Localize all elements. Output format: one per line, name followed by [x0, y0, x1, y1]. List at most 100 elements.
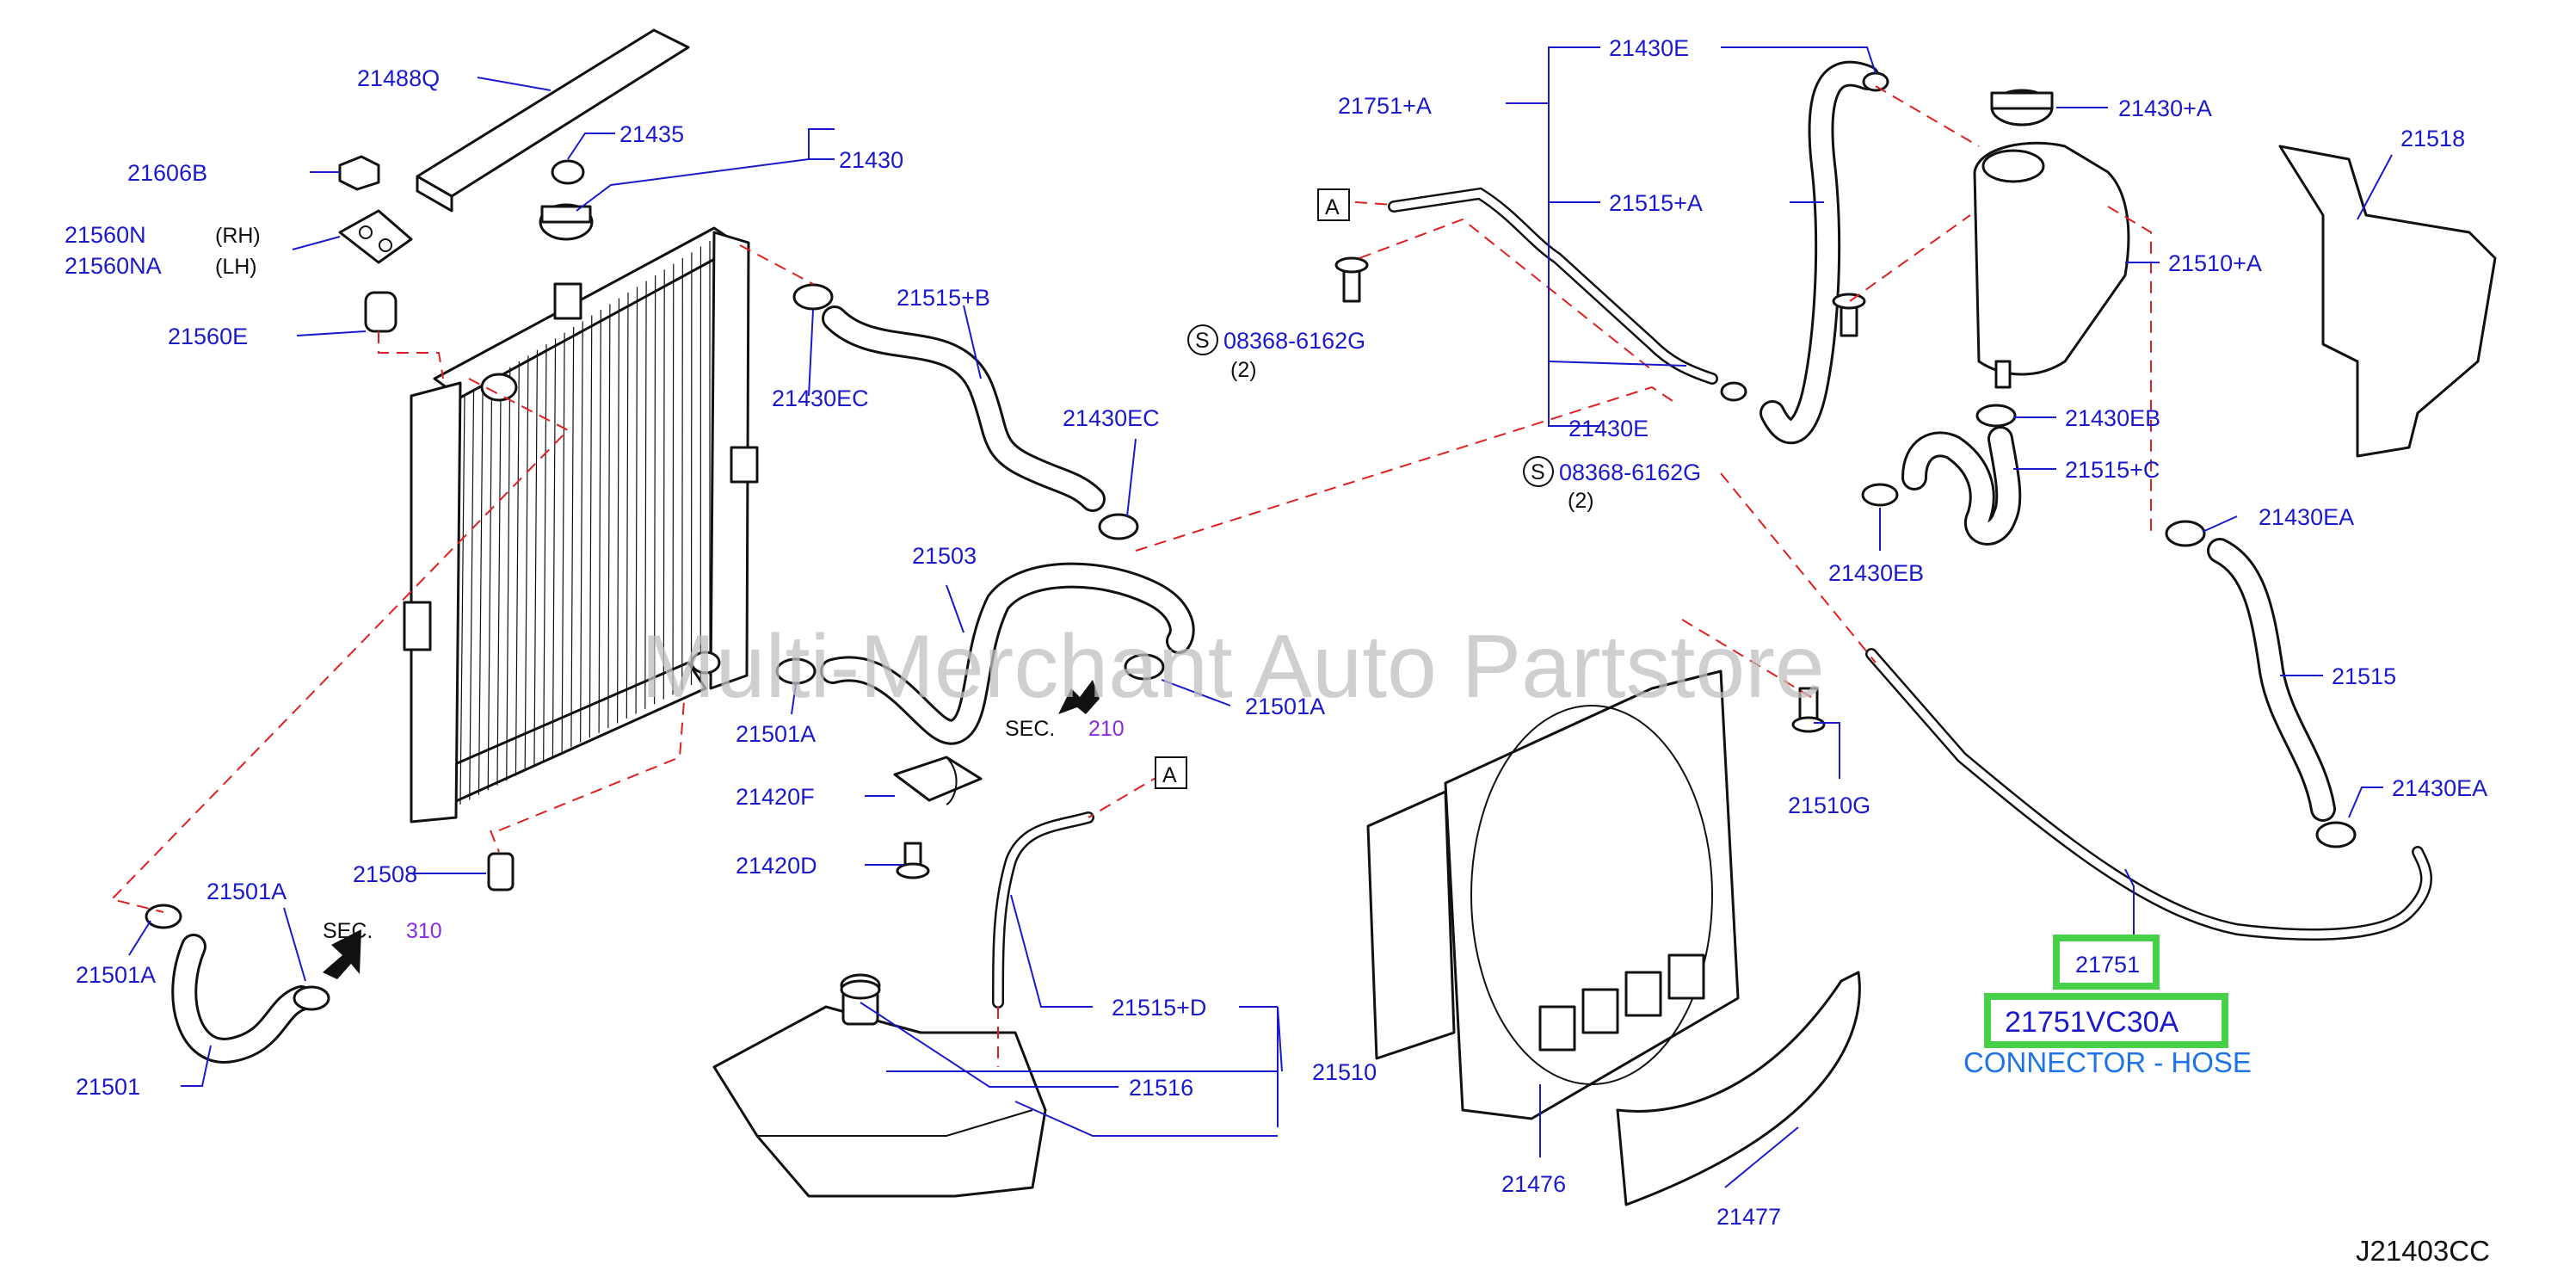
bracket-21518[interactable]: [2278, 145, 2497, 458]
pipe-21751A[interactable]: [1388, 187, 1718, 385]
clamp-21430EC-b[interactable]: [1098, 513, 1139, 540]
hose-21515A[interactable]: [1759, 60, 1880, 445]
label-21430EA-a[interactable]: 21430EA: [2259, 504, 2354, 530]
overflow-hose-21515D[interactable]: [992, 811, 1094, 1009]
reservoir-tank-21510A[interactable]: [1973, 141, 2130, 389]
highlight-part-number[interactable]: 21751VC30A: [2005, 1006, 2179, 1039]
reservoir-cap-21430A[interactable]: [1990, 89, 2054, 126]
label-sec-210-num[interactable]: 210: [1088, 717, 1125, 741]
clamp-21430E-a[interactable]: [1862, 71, 1889, 92]
clamp-21501A-b[interactable]: [1124, 653, 1165, 681]
clamp-21430EA-a[interactable]: [2165, 520, 2206, 547]
label-21501A-b[interactable]: 21501A: [1245, 694, 1325, 719]
label-21477[interactable]: 21477: [1716, 1204, 1781, 1230]
radiator-cap-21430[interactable]: [539, 203, 594, 241]
clamp-21501A-d[interactable]: [293, 985, 330, 1011]
radiator-fin: [681, 257, 683, 690]
label-21435[interactable]: 21435: [619, 121, 684, 147]
label-21503[interactable]: 21503: [912, 543, 977, 569]
radiator-fin: [672, 263, 675, 695]
drain-plug-21508[interactable]: [487, 852, 515, 891]
radiator-fin: [662, 269, 665, 700]
clamp-21501A-c[interactable]: [145, 904, 182, 929]
ref-marker-a-bottom: A: [1162, 763, 1177, 787]
label-21430EC-b[interactable]: 21430EC: [1063, 405, 1160, 431]
clamp-21430EC-a[interactable]: [792, 283, 834, 311]
radiator-fin: [506, 367, 511, 781]
label-21476[interactable]: 21476: [1501, 1171, 1566, 1197]
label-21430[interactable]: 21430: [839, 147, 903, 173]
clamp-21430E-b[interactable]: [1720, 381, 1747, 402]
bolt-21420D[interactable]: [896, 842, 930, 879]
label-21501A-a[interactable]: 21501A: [736, 721, 816, 747]
hose-bracket-21420F[interactable]: [893, 756, 983, 805]
hose-21515[interactable]: [2207, 538, 2336, 822]
radiator-fin: [487, 378, 493, 791]
connector-hose-21751[interactable]: [1865, 648, 2432, 941]
fan-shroud-21476[interactable]: [1366, 669, 1740, 1120]
label-21515A[interactable]: 21515+A: [1609, 190, 1703, 216]
radiator-fin: [459, 395, 465, 805]
label-21515[interactable]: 21515: [2332, 663, 2396, 689]
lower-hose-21503[interactable]: [820, 562, 1195, 745]
label-21508[interactable]: 21508: [353, 861, 417, 887]
label-08368-a[interactable]: 08368-6162G: [1223, 328, 1365, 354]
screw-symbol-b-text: S: [1531, 460, 1545, 484]
lower-shroud-21477[interactable]: [1616, 971, 1861, 1206]
reservoir-cap-21516[interactable]: [840, 979, 881, 1026]
label-21560NA[interactable]: 21560NA: [65, 253, 162, 279]
hose-21501[interactable]: [171, 934, 314, 1064]
label-21518[interactable]: 21518: [2400, 126, 2465, 151]
label-21515D[interactable]: 21515+D: [1112, 995, 1206, 1021]
label-21430E-b[interactable]: 21430E: [1568, 416, 1649, 441]
radiator-fin: [496, 373, 502, 786]
label-08368-b[interactable]: 08368-6162G: [1559, 460, 1701, 485]
label-21515C[interactable]: 21515+C: [2065, 457, 2160, 483]
screw-08368-a[interactable]: [1334, 256, 1369, 303]
label-sec-310-num[interactable]: 310: [406, 919, 442, 943]
seal-strip-21488Q[interactable]: [416, 28, 690, 213]
label-21751A[interactable]: 21751+A: [1338, 93, 1432, 119]
radiator-fin: [580, 321, 583, 743]
label-21501A-c[interactable]: 21501A: [206, 879, 287, 904]
bolt-21510G[interactable]: [1791, 687, 1826, 733]
hose-21515C[interactable]: [1901, 426, 2022, 546]
label-21751[interactable]: 21751: [2075, 952, 2140, 978]
label-21515B[interactable]: 21515+B: [897, 285, 990, 311]
label-21488Q[interactable]: 21488Q: [357, 65, 440, 91]
radiator-fin: [543, 343, 547, 762]
clamp-21430EB-b[interactable]: [1861, 483, 1899, 507]
radiator-core[interactable]: [403, 226, 759, 824]
label-side-rh: (RH): [215, 224, 261, 248]
reservoir-tank-21510[interactable]: [712, 973, 1047, 1198]
label-21560N[interactable]: 21560N: [65, 222, 146, 248]
clamp-21430EB-a[interactable]: [1975, 404, 2017, 428]
label-21606B[interactable]: 21606B: [127, 160, 207, 186]
bracket-21560N[interactable]: [338, 209, 413, 264]
screw-symbol-a-text: S: [1195, 329, 1210, 353]
screw-08368-b[interactable]: [1832, 293, 1866, 337]
gasket-21435[interactable]: [551, 159, 585, 185]
label-21501[interactable]: 21501: [76, 1074, 140, 1100]
label-21516[interactable]: 21516: [1129, 1075, 1193, 1101]
label-21430EB-a[interactable]: 21430EB: [2065, 405, 2160, 431]
label-21560E[interactable]: 21560E: [168, 324, 248, 349]
insulator-21560E[interactable]: [364, 291, 397, 333]
radiator-fin: [524, 355, 529, 772]
label-21420D[interactable]: 21420D: [736, 853, 817, 879]
label-21430A[interactable]: 21430+A: [2118, 96, 2212, 121]
label-21501A-d[interactable]: 21501A: [76, 962, 156, 988]
screw-symbol-a: [1187, 324, 1218, 355]
label-21510G[interactable]: 21510G: [1788, 793, 1870, 818]
nut-21606B[interactable]: [338, 155, 380, 191]
label-21510A[interactable]: 21510+A: [2168, 250, 2262, 276]
label-21430EB-b[interactable]: 21430EB: [1828, 560, 1924, 586]
clamp-21501A-a[interactable]: [775, 657, 817, 685]
clamp-21430EA-b[interactable]: [2315, 821, 2357, 848]
upper-hose-21515B[interactable]: [822, 305, 1106, 512]
label-21430EA-b[interactable]: 21430EA: [2392, 775, 2487, 801]
label-21430EC-a[interactable]: 21430EC: [772, 386, 869, 411]
label-21510[interactable]: 21510: [1312, 1059, 1377, 1085]
label-21430E-a[interactable]: 21430E: [1609, 35, 1689, 61]
label-21420F[interactable]: 21420F: [736, 784, 815, 810]
